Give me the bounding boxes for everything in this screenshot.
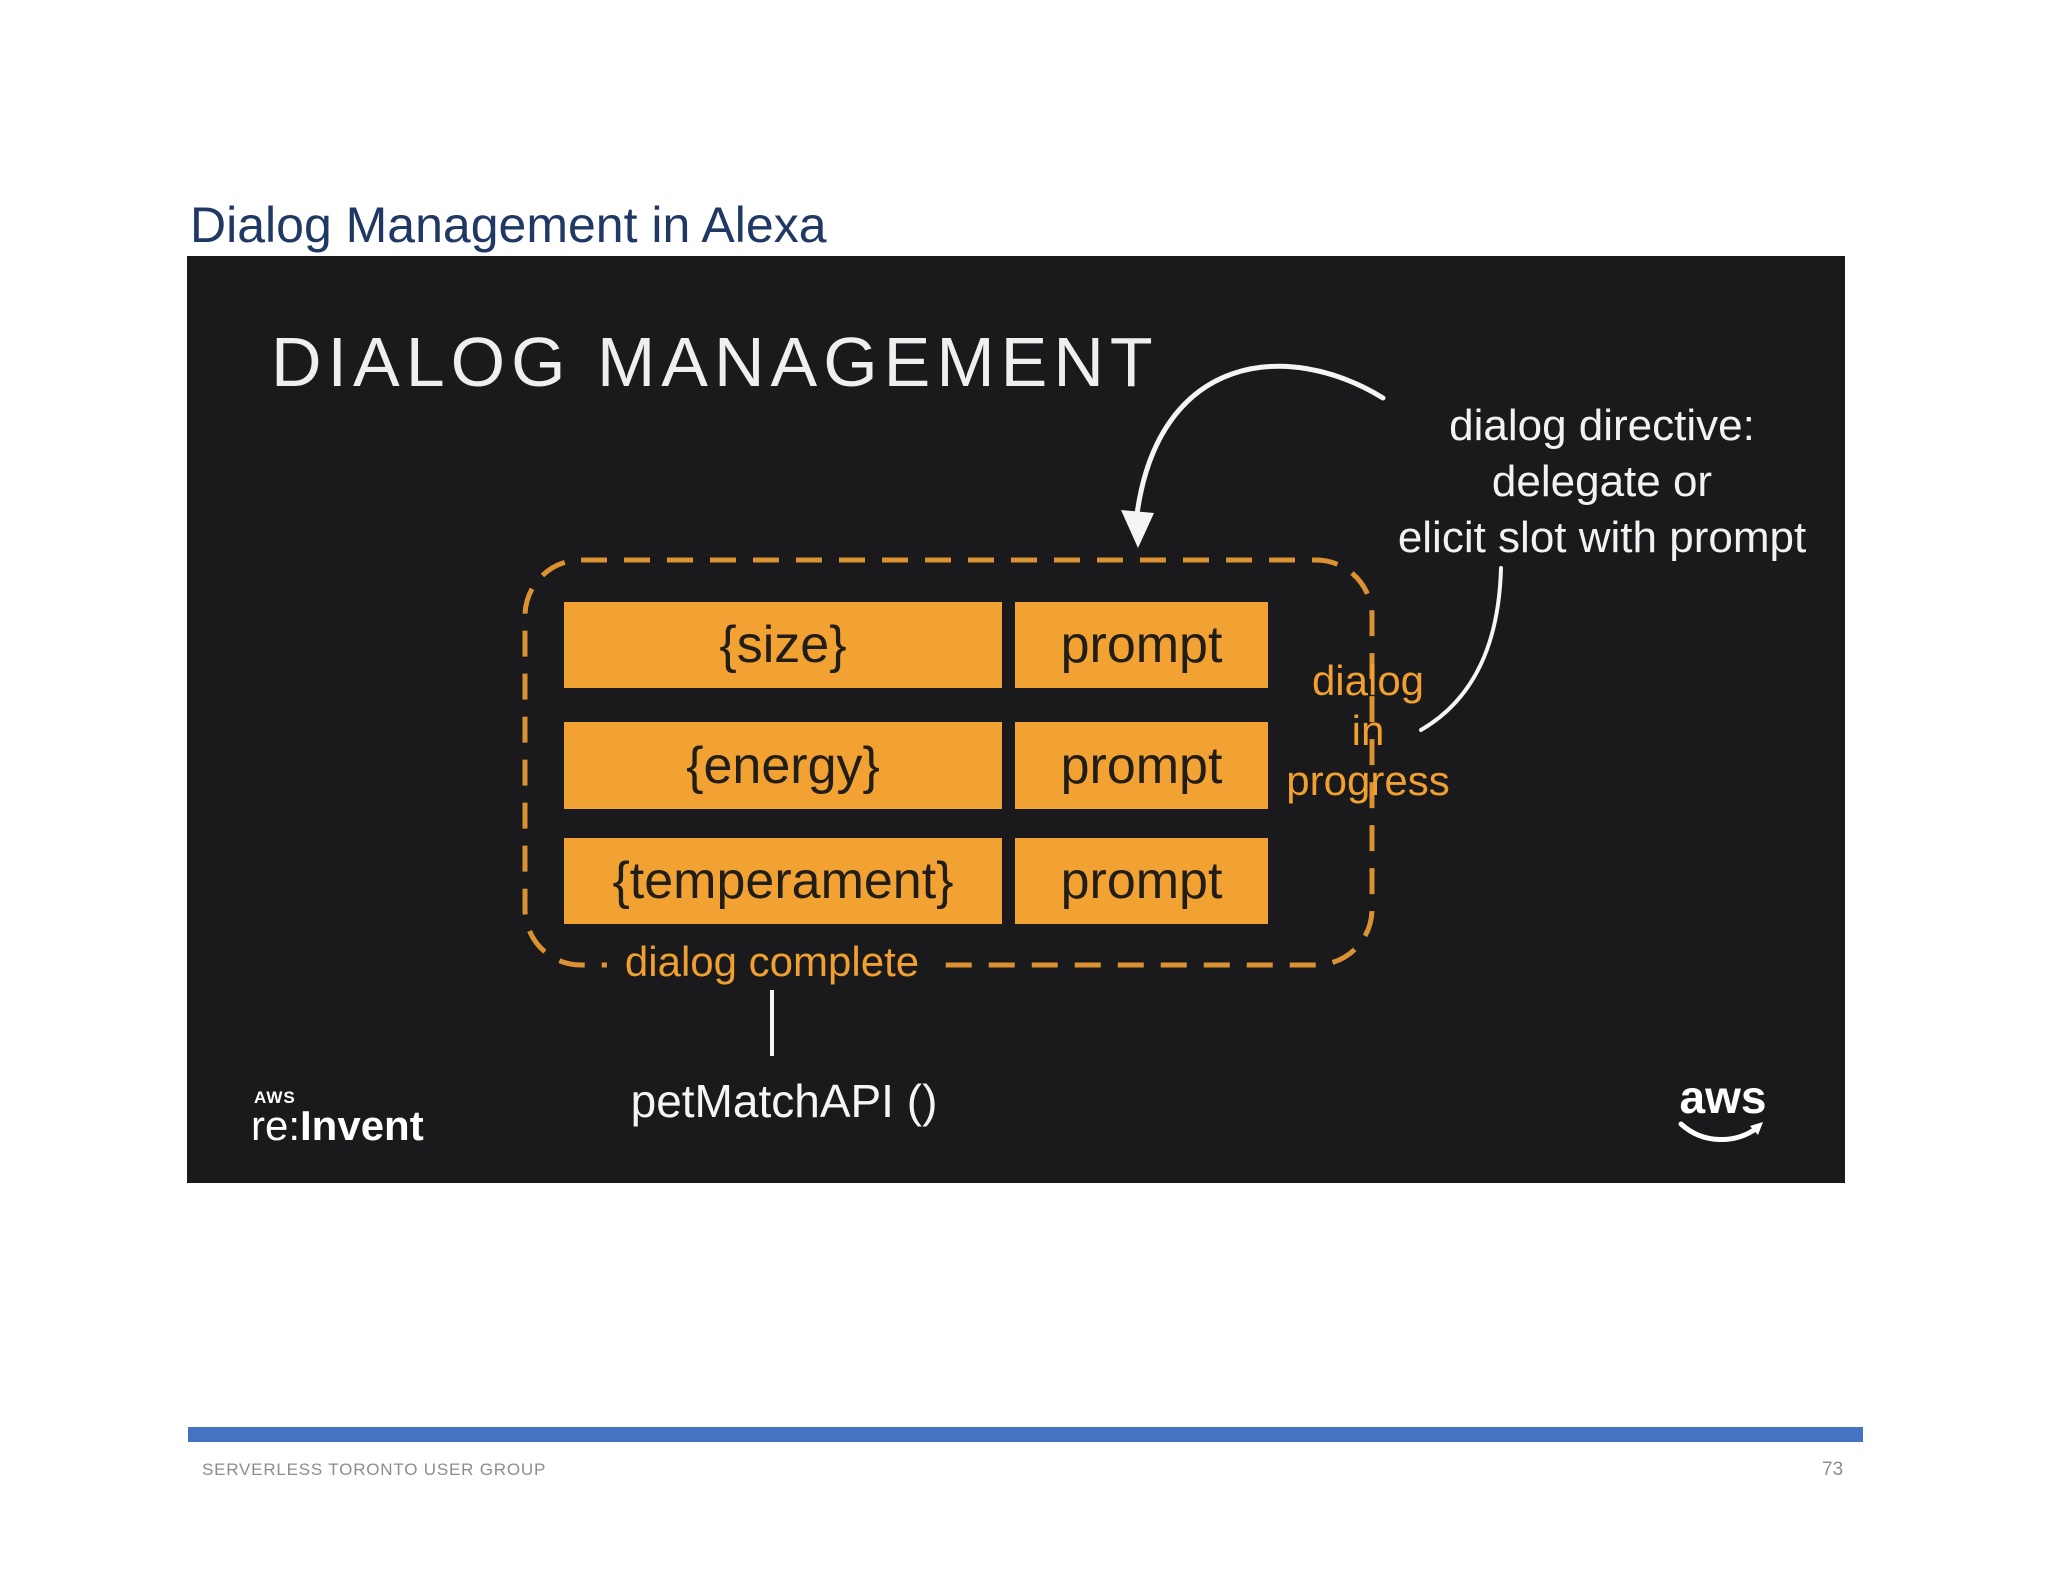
- page-title: Dialog Management in Alexa: [190, 197, 827, 253]
- dialog-complete-label: dialog complete: [606, 938, 938, 986]
- in-progress-line: dialog: [1311, 657, 1425, 704]
- slot-box-label: {temperament}: [612, 852, 954, 910]
- page-number: 73: [1822, 1459, 1844, 1480]
- slide-title: DIALOG MANAGEMENT: [271, 323, 1159, 401]
- slot-box-size: {size}: [564, 602, 1002, 688]
- curved-arrow-line: [1134, 363, 1386, 517]
- slot-box-label: {energy}: [686, 736, 880, 795]
- footer-text: SERVERLESS TORONTO USER GROUP: [202, 1460, 547, 1479]
- annotation-line: elicit slot with prompt: [1397, 513, 1807, 562]
- prompt-box-energy: prompt: [1015, 722, 1268, 809]
- prompt-box-label: prompt: [1060, 616, 1223, 674]
- aws-logo: aws: [1673, 1074, 1773, 1148]
- prompt-box-label: prompt: [1060, 852, 1223, 910]
- prompt-box-size: prompt: [1015, 602, 1268, 688]
- slide-image: DIALOG MANAGEMENT dialog directive: dele…: [187, 256, 1845, 1183]
- curved-arrow-head-icon: [1121, 510, 1154, 548]
- slot-box-label: {size}: [719, 616, 847, 674]
- prompt-box-label: prompt: [1060, 736, 1223, 795]
- dialog-directive-annotation: dialog directive: delegate or elicit slo…: [1367, 398, 1837, 566]
- footer-accent-bar: [188, 1427, 1863, 1442]
- reinvent-logo-main-text: re:Invent: [251, 1102, 424, 1149]
- reinvent-logo-name: Invent: [300, 1102, 424, 1149]
- pet-match-api-label: petMatchAPI (): [630, 1075, 938, 1127]
- aws-logo-text: aws: [1679, 1071, 1767, 1123]
- slot-box-temperament: {temperament}: [564, 838, 1002, 924]
- in-progress-line: progress: [1286, 757, 1450, 804]
- annotation-line: delegate or: [1491, 457, 1713, 506]
- slot-box-energy: {energy}: [564, 722, 1002, 809]
- dialog-in-progress-label: dialog in progress: [1279, 656, 1457, 806]
- in-progress-line: in: [1351, 707, 1385, 754]
- aws-smile-icon: [1678, 1121, 1763, 1142]
- reinvent-logo: AWS re:Invent: [251, 1088, 424, 1149]
- prompt-box-temperament: prompt: [1015, 838, 1268, 924]
- annotation-line: dialog directive:: [1449, 401, 1755, 450]
- reinvent-logo-aws-text: AWS: [254, 1088, 296, 1107]
- reinvent-logo-prefix: re:: [251, 1102, 301, 1149]
